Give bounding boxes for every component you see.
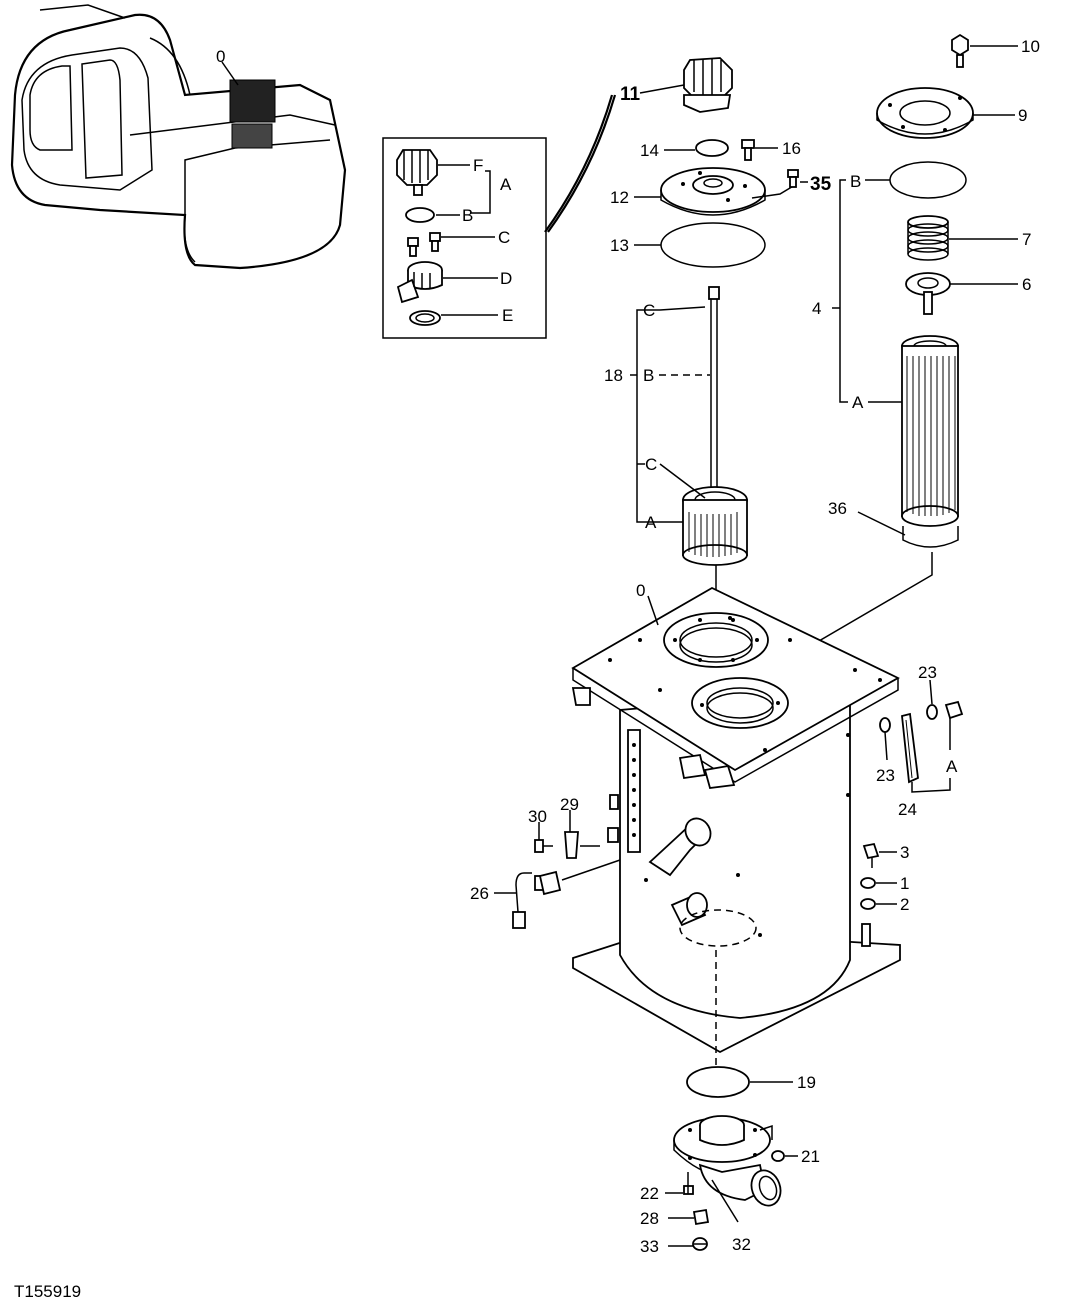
gasket-13 bbox=[660, 222, 766, 268]
strainer-assembly-18 bbox=[682, 286, 748, 566]
callout-32: 32 bbox=[732, 1235, 751, 1254]
return-filter-element bbox=[901, 335, 959, 548]
part18-letter-b: B bbox=[643, 366, 654, 385]
inset-letter-f: F bbox=[473, 156, 483, 175]
callout-19: 19 bbox=[797, 1073, 816, 1092]
callout-29: 29 bbox=[560, 795, 579, 814]
part4-letter-a: A bbox=[852, 393, 864, 412]
callout-18: 18 bbox=[604, 366, 623, 385]
spring-7 bbox=[907, 215, 949, 261]
bolt-a-right bbox=[944, 700, 964, 750]
screw-30 bbox=[534, 839, 553, 853]
callout-14: 14 bbox=[640, 141, 659, 160]
callout-16: 16 bbox=[782, 139, 801, 158]
washer-23-lower bbox=[879, 717, 891, 733]
valve-6 bbox=[905, 272, 951, 315]
filler-cap-detail-inset: F A B C D E bbox=[382, 137, 547, 339]
callout-11: 11 bbox=[620, 84, 641, 105]
bolt-22 bbox=[683, 1172, 694, 1195]
bolt-3 bbox=[862, 842, 880, 868]
bracket-4 bbox=[839, 179, 848, 403]
washer-2 bbox=[860, 898, 876, 910]
bracket-18 bbox=[636, 309, 660, 523]
hydraulic-tank bbox=[571, 586, 901, 1065]
machine-locator-illustration: 0 bbox=[10, 4, 347, 270]
callout-28: 28 bbox=[640, 1209, 659, 1228]
breather-cap-11 bbox=[683, 57, 733, 113]
callout-9: 9 bbox=[1018, 106, 1027, 125]
inset-letter-c: C bbox=[498, 228, 510, 247]
callout-36: 36 bbox=[828, 499, 847, 518]
plug-28 bbox=[692, 1208, 710, 1226]
callout-26: 26 bbox=[470, 884, 489, 903]
inset-leader-curve bbox=[544, 94, 614, 233]
callout-6: 6 bbox=[1022, 275, 1031, 294]
clip-29 bbox=[564, 831, 579, 859]
inset-letter-a: A bbox=[500, 175, 512, 194]
callout-1: 1 bbox=[900, 874, 909, 893]
callout-0-machine: 0 bbox=[216, 47, 225, 66]
bolt-10 bbox=[951, 33, 969, 68]
inset-adapter-d bbox=[396, 261, 443, 304]
plug-33 bbox=[692, 1237, 708, 1251]
callout-23-lower: 23 bbox=[876, 766, 895, 785]
inset-oring-b bbox=[405, 207, 435, 223]
part24-letter-a: A bbox=[946, 757, 958, 776]
oring-19 bbox=[686, 1066, 750, 1098]
inset-bolts-c bbox=[407, 232, 441, 257]
sensor-26 bbox=[512, 870, 562, 929]
callout-7: 7 bbox=[1022, 230, 1031, 249]
callout-12: 12 bbox=[610, 188, 629, 207]
cover-9 bbox=[876, 87, 974, 139]
callout-21: 21 bbox=[801, 1147, 820, 1166]
leader-24 bbox=[911, 778, 951, 793]
suction-elbow-32 bbox=[673, 1115, 782, 1207]
leader-21-bracket bbox=[759, 1124, 773, 1140]
oring-b-right bbox=[889, 161, 967, 199]
oring-14 bbox=[695, 139, 729, 157]
callout-10: 10 bbox=[1021, 37, 1040, 56]
callout-35: 35 bbox=[810, 174, 832, 195]
callout-24: 24 bbox=[898, 800, 917, 819]
washer-1 bbox=[860, 877, 876, 889]
cover-24 bbox=[901, 712, 919, 784]
inset-seal-e bbox=[409, 310, 441, 326]
leader-35 bbox=[751, 184, 796, 199]
callout-0-tank: 0 bbox=[636, 581, 645, 600]
inset-frame bbox=[382, 137, 547, 339]
callout-33: 33 bbox=[640, 1237, 659, 1256]
inset-bracket-a bbox=[470, 170, 491, 214]
nut-21 bbox=[771, 1150, 785, 1162]
inset-letter-d: D bbox=[500, 269, 512, 288]
part18-letter-a: A bbox=[645, 513, 657, 532]
part4-letter-b: B bbox=[850, 172, 861, 191]
callout-22: 22 bbox=[640, 1184, 659, 1203]
bolt-35 bbox=[787, 169, 799, 188]
figure-id: T155919 bbox=[14, 1282, 81, 1301]
cover-plate-12 bbox=[660, 167, 766, 216]
washer-23-upper bbox=[926, 704, 938, 720]
callout-13: 13 bbox=[610, 236, 629, 255]
inset-letter-e: E bbox=[502, 306, 513, 325]
callout-23-upper: 23 bbox=[918, 663, 937, 682]
callout-3: 3 bbox=[900, 843, 909, 862]
inset-letter-b: B bbox=[462, 206, 473, 225]
inset-cap-f bbox=[396, 149, 438, 196]
callout-2: 2 bbox=[900, 895, 909, 914]
bolt-16 bbox=[741, 139, 755, 161]
part18-letter-c-bottom: C bbox=[645, 455, 657, 474]
part18-letter-c-top: C bbox=[643, 301, 655, 320]
callout-4: 4 bbox=[812, 299, 821, 318]
callout-30: 30 bbox=[528, 807, 547, 826]
